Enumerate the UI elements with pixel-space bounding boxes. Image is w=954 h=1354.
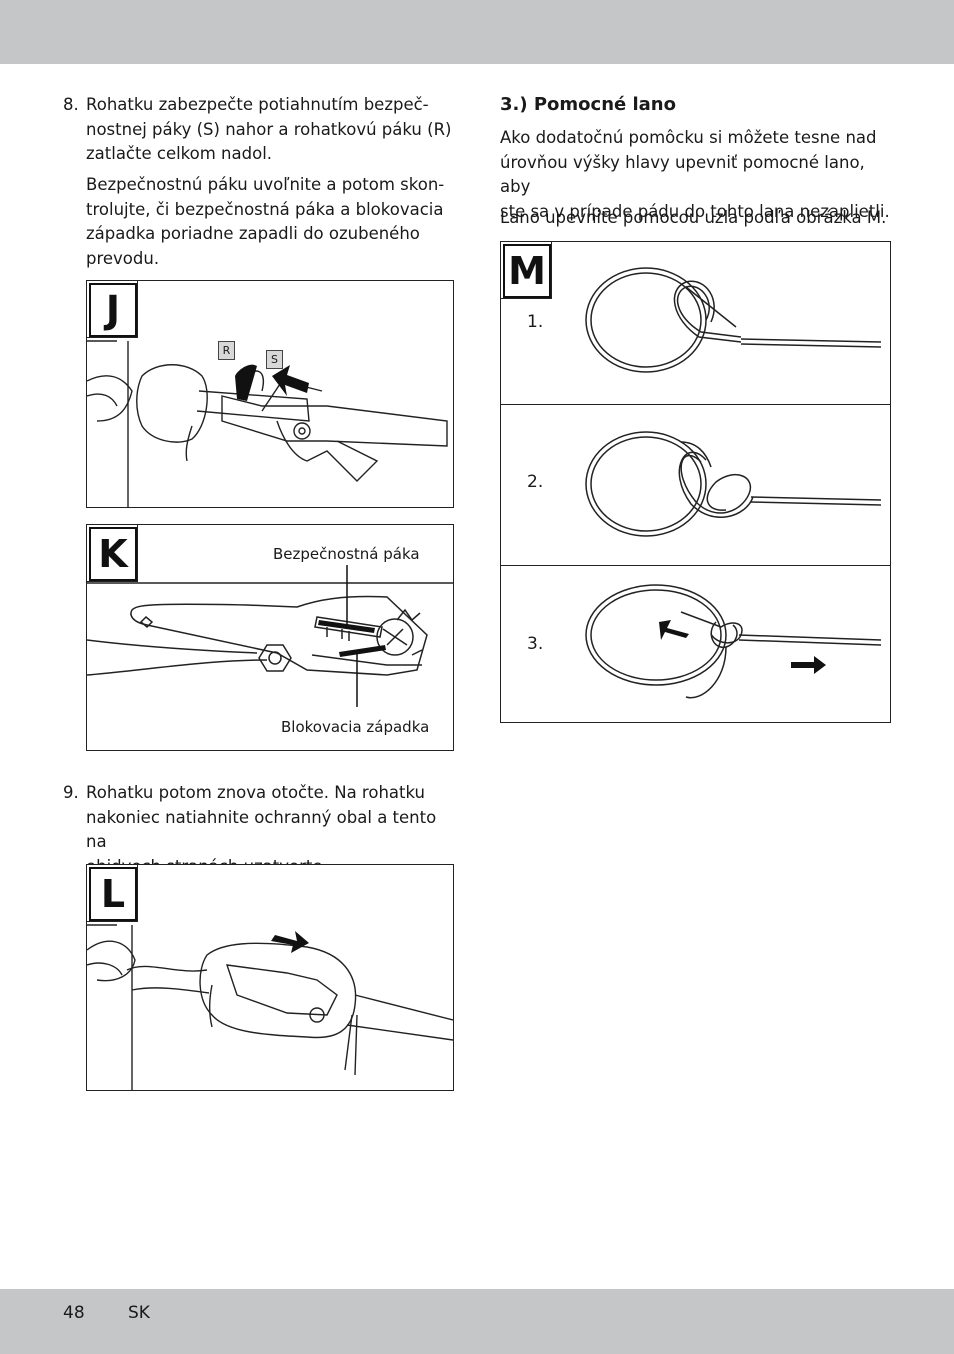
step-8-line: západka poriadne zapadli do ozubeného xyxy=(86,224,420,244)
figure-label: K xyxy=(87,525,138,582)
section-text: Ako dodatočnú pomôcku si môžete tesne na… xyxy=(500,126,900,224)
ratchet-cover-illustration xyxy=(87,924,453,1090)
figure-label-text: M xyxy=(503,244,551,298)
figure-label: M xyxy=(501,242,552,299)
knot-step-label: 3. xyxy=(527,634,544,654)
section-heading: 3.) Pomocné lano xyxy=(500,94,676,115)
ratchet-hand-illustration xyxy=(87,340,448,507)
divider xyxy=(501,565,890,567)
figure-m: M 1. 2. 3. xyxy=(500,241,891,723)
step-9-line: nakoniec natiahnite ochranný obal a tent… xyxy=(86,807,437,852)
callout-locking-pawl: Blokovacia západka xyxy=(281,718,430,736)
step-9-number: 9. xyxy=(63,783,79,802)
footer-band xyxy=(0,1289,954,1354)
figure-label-text: K xyxy=(89,527,137,581)
figure-label-text: L xyxy=(89,867,137,921)
tag-s: S xyxy=(266,350,283,369)
figure-label: L xyxy=(87,865,138,922)
callout-safety-lever: Bezpečnostná páka xyxy=(273,545,420,563)
section-text-2: Lano upevnite pomocou uzla podľa obrázka… xyxy=(500,208,887,227)
step-8-line: nostnej páky (S) nahor a rohatkovú páku … xyxy=(86,119,452,139)
ratchet-lever-illustration xyxy=(87,565,453,707)
knot-illustrations xyxy=(585,267,882,699)
step-9-line: Rohatku potom znova otočte. Na rohatku xyxy=(86,783,425,802)
figure-l: L xyxy=(86,864,454,1091)
step-8-line: zatlačte celkom nadol. xyxy=(86,144,273,164)
figure-label-text: J xyxy=(89,283,137,337)
step-8-line: prevodu. xyxy=(86,248,160,268)
step-8-line: trolujte, či bezpečnostná páka a blokova… xyxy=(86,199,444,219)
step-8-number: 8. xyxy=(63,95,79,114)
header-band xyxy=(0,0,954,64)
tag-r: R xyxy=(218,341,235,360)
figure-label: J xyxy=(87,281,138,338)
section-line: úrovňou výšky hlavy upevniť pomocné lano… xyxy=(500,152,865,197)
step-8-line: Rohatku zabezpečte potiahnutím bezpeč- xyxy=(86,95,429,114)
language-code: SK xyxy=(128,1303,150,1323)
knot-step-label: 2. xyxy=(527,472,544,492)
figure-j: J R S xyxy=(86,280,454,508)
section-line: Ako dodatočnú pomôcku si môžete tesne na… xyxy=(500,128,877,147)
step-8-text-2: Bezpečnostnú páku uvoľnite a potom skon-… xyxy=(86,173,456,271)
divider xyxy=(501,404,890,406)
step-8-text: Rohatku zabezpečte potiahnutím bezpeč- n… xyxy=(86,93,456,167)
section-line: ste sa v prípade pádu do tohto lana neza… xyxy=(500,201,890,221)
step-8-line: Bezpečnostnú páku uvoľnite a potom skon- xyxy=(86,175,445,194)
figure-k: K Bezpečnostná páka Blokovacia západka xyxy=(86,524,454,751)
knot-step-label: 1. xyxy=(527,312,544,332)
page-number: 48 xyxy=(63,1303,85,1323)
